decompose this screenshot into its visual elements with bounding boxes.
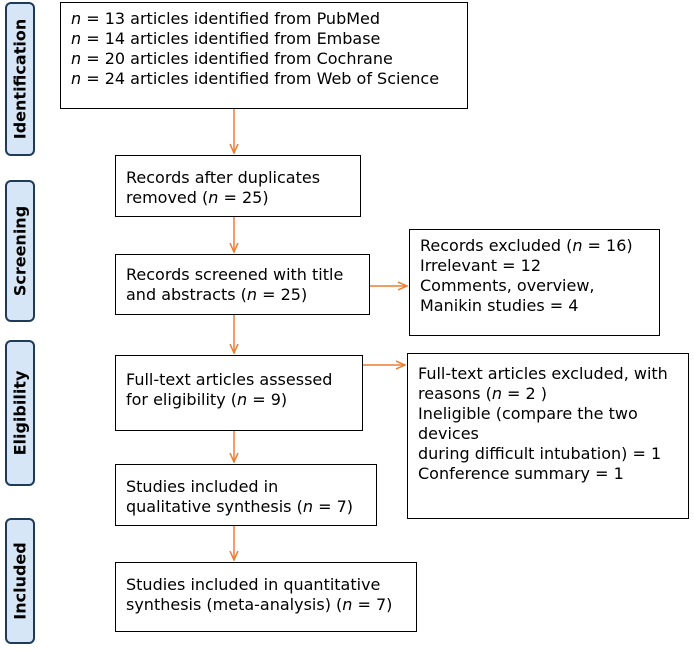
phase-screening: Screening xyxy=(5,180,35,322)
fulltext-excluded-box: Full-text articles excluded, with reason… xyxy=(407,353,689,519)
source-line-web-of-science: n = 24 articles identified from Web of S… xyxy=(71,69,440,88)
prisma-flow-diagram: Identification Screening Eligibility Inc… xyxy=(5,0,694,650)
phase-included: Included xyxy=(5,518,35,644)
qualitative-synthesis-box: Studies included in qualitative synthesi… xyxy=(115,464,377,526)
duplicates-removed-box: Records after duplicates removed (n = 25… xyxy=(115,155,361,217)
quantitative-synthesis-box: Studies included in quantitative synthes… xyxy=(115,562,417,632)
source-line-cochrane: n = 20 articles identified from Cochrane xyxy=(71,49,393,68)
source-line-pubmed: n = 13 articles identified from PubMed xyxy=(71,9,381,28)
records-excluded-box: Records excluded (n = 16) Irrelevant = 1… xyxy=(409,229,660,336)
phase-identification: Identification xyxy=(5,2,35,156)
records-screened-box: Records screened with title and abstract… xyxy=(115,254,370,315)
identification-box: n = 13 articles identified from PubMed n… xyxy=(60,2,468,109)
source-line-embase: n = 14 articles identified from Embase xyxy=(71,29,381,48)
phase-eligibility: Eligibility xyxy=(5,340,35,486)
flow-arrows xyxy=(5,109,694,650)
fulltext-assessed-box: Full-text articles assessed for eligibil… xyxy=(115,355,363,431)
